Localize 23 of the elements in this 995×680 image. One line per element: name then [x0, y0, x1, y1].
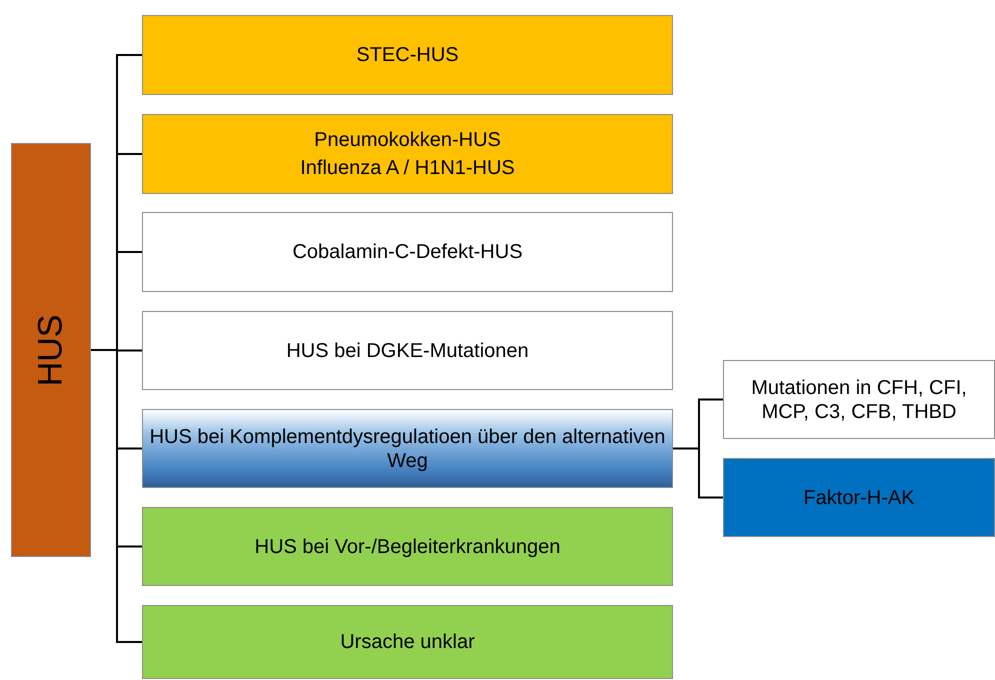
- node-label: HUS bei DGKE-Mutationen: [286, 338, 529, 362]
- node-label: Influenza A / H1N1-HUS: [300, 156, 515, 180]
- node-label: HUS: [30, 314, 71, 386]
- category-box: [723, 458, 995, 537]
- category-box: [142, 605, 673, 679]
- category-box: [142, 311, 673, 390]
- node-label: Ursache unklar: [340, 630, 475, 654]
- node-label: Pneumokokken-HUS: [314, 128, 501, 152]
- category-box: [142, 114, 673, 194]
- node-label: HUS bei Vor-/Begleiterkrankungen: [254, 534, 560, 558]
- root-box: [11, 143, 91, 557]
- node-label: Faktor-H-AK: [803, 486, 915, 510]
- connector-line: [91, 349, 142, 643]
- category-box: [142, 212, 673, 292]
- category-box: [142, 507, 673, 586]
- node-label: STEC-HUS: [356, 43, 459, 67]
- connector-line: [673, 448, 723, 498]
- category-box: [142, 409, 673, 488]
- node-label: Cobalamin-C-Defekt-HUS: [292, 240, 523, 264]
- category-box: [142, 15, 673, 95]
- node-label: HUS bei Komplementdysregulatioen über den alternativen Weg: [149, 424, 666, 472]
- node-label: Mutationen in CFH, CFI, MCP, C3, CFB, THBD: [750, 376, 968, 424]
- category-box: [723, 360, 995, 439]
